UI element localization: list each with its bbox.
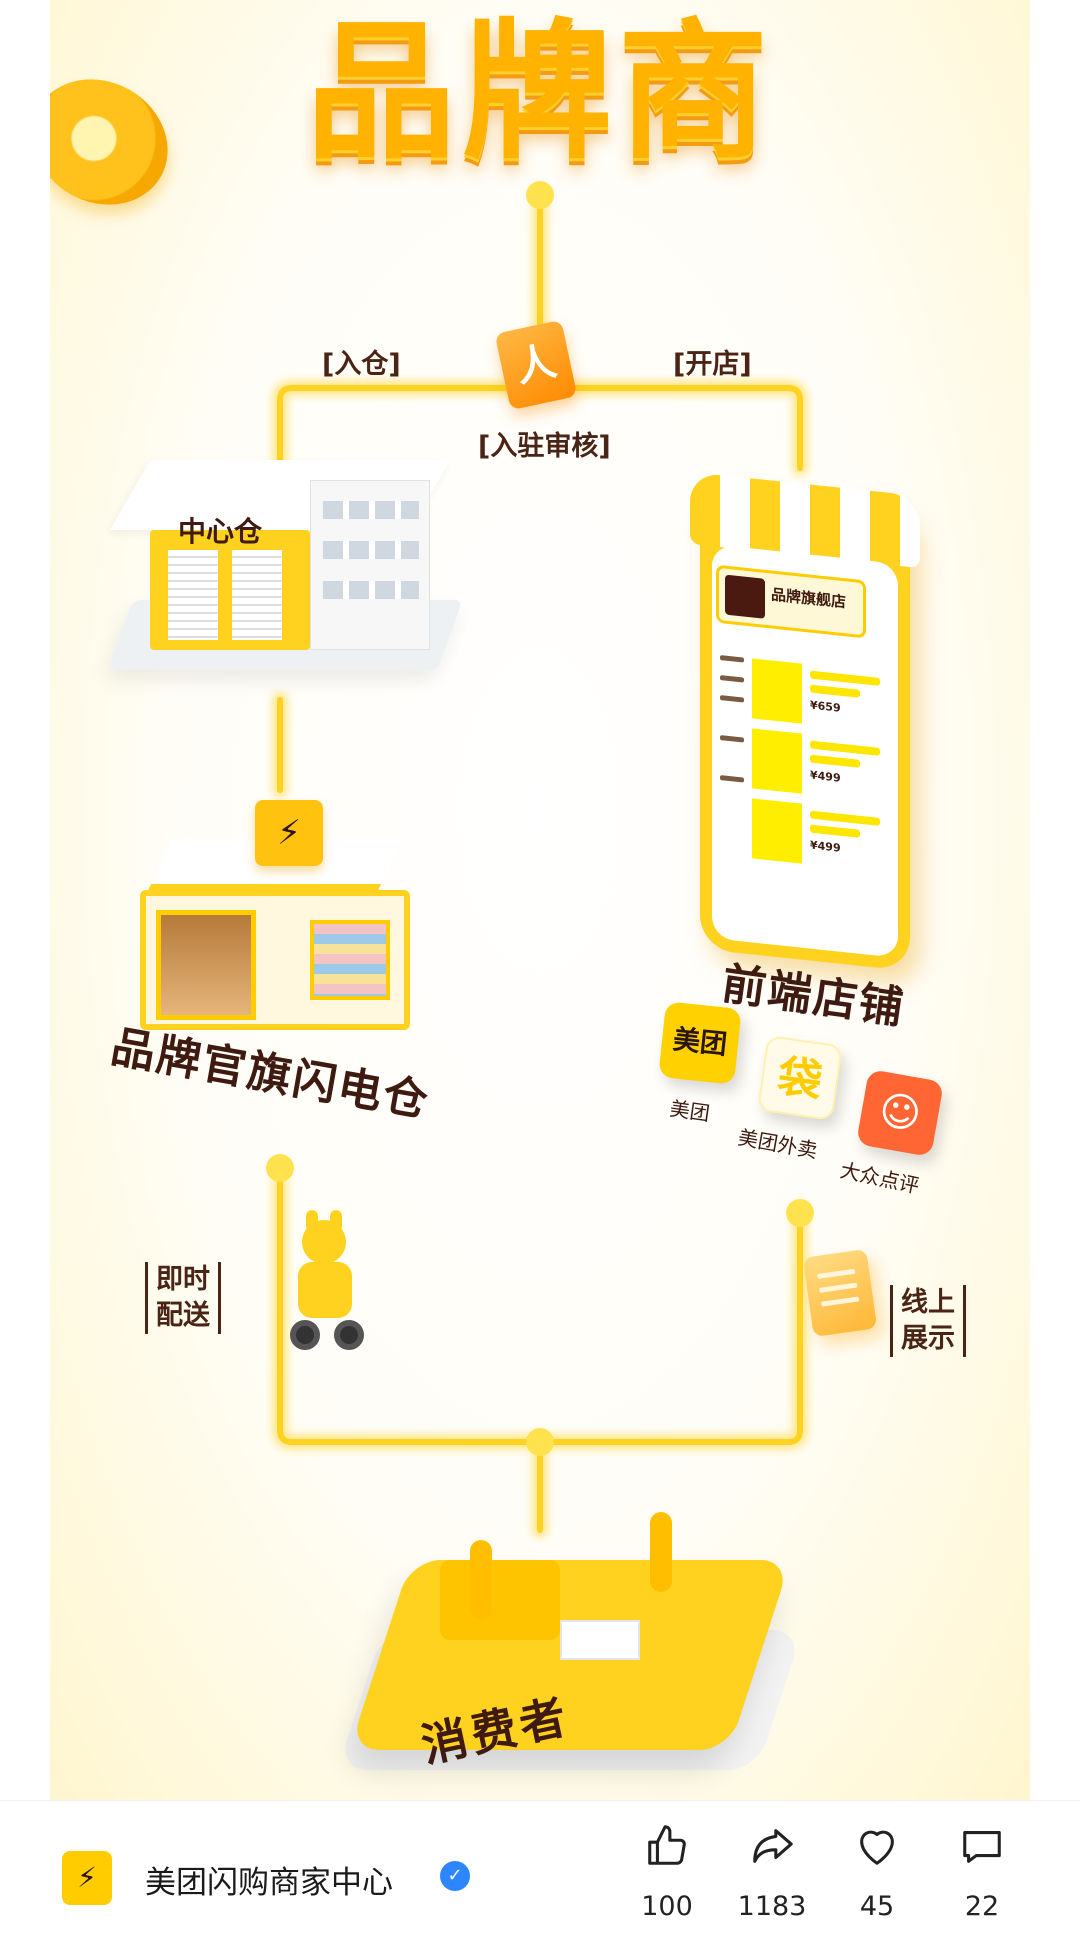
share-count: 1183	[737, 1891, 807, 1922]
product-item: ¥659	[752, 658, 887, 734]
verified-badge-icon: ✓	[440, 1861, 470, 1891]
meituan-app-name: 美团	[668, 1096, 712, 1126]
like-button[interactable]: 100	[622, 1823, 712, 1922]
meituan-waimai-app-icon: 袋	[757, 1035, 843, 1121]
product-item: ¥499	[752, 798, 887, 874]
comment-icon	[937, 1823, 1027, 1883]
central-warehouse-label: 中心仓	[178, 515, 263, 548]
account-name[interactable]: 美团闪购商家中心	[145, 1865, 393, 1901]
poster-image: 品牌商 人 [入仓] [开店] [入驻审核] 中心仓	[50, 0, 1030, 1800]
store-card: 品牌旗舰店	[716, 564, 866, 639]
share-arrow-icon	[727, 1823, 817, 1883]
dianping-app-icon: ☺	[855, 1068, 945, 1158]
favorite-button[interactable]: 45	[832, 1823, 922, 1922]
poster-title: 品牌商	[305, 6, 774, 180]
thumbs-up-icon	[622, 1823, 712, 1883]
central-warehouse-building: 中心仓	[107, 440, 463, 700]
warehouse-in-label: [入仓]	[322, 349, 401, 380]
post-footer: ⚡ 美团闪购商家中心 ✓ 100 1183 45 22	[0, 1800, 1080, 1955]
like-count: 100	[641, 1891, 693, 1922]
comment-button[interactable]: 22	[937, 1823, 1027, 1922]
product-item: ¥499	[752, 728, 887, 804]
meituan-app-icon: 美团	[658, 1001, 742, 1085]
heart-icon	[832, 1823, 922, 1883]
online-display-icon	[802, 1248, 878, 1338]
favorite-count: 45	[859, 1891, 895, 1922]
store-name: 品牌旗舰店	[771, 585, 847, 612]
delivery-rider-icon	[288, 1210, 368, 1360]
phone-storefront: 品牌旗舰店 ¥659 ¥499 ¥4	[690, 471, 920, 972]
flash-bag-icon[interactable]: ⚡	[62, 1851, 112, 1905]
instant-delivery-label: 即时 配送	[145, 1262, 221, 1334]
comment-count: 22	[964, 1891, 1000, 1922]
online-display-label: 线上 展示	[890, 1285, 966, 1357]
consumer-scene: 消费者	[337, 1512, 803, 1790]
audit-label: [入驻审核]	[478, 431, 611, 462]
share-button[interactable]: 1183	[727, 1823, 817, 1922]
lightning-bag-icon: ⚡	[255, 800, 323, 866]
flash-warehouse-store: ⚡	[120, 800, 440, 1050]
open-store-label: [开店]	[673, 349, 752, 380]
